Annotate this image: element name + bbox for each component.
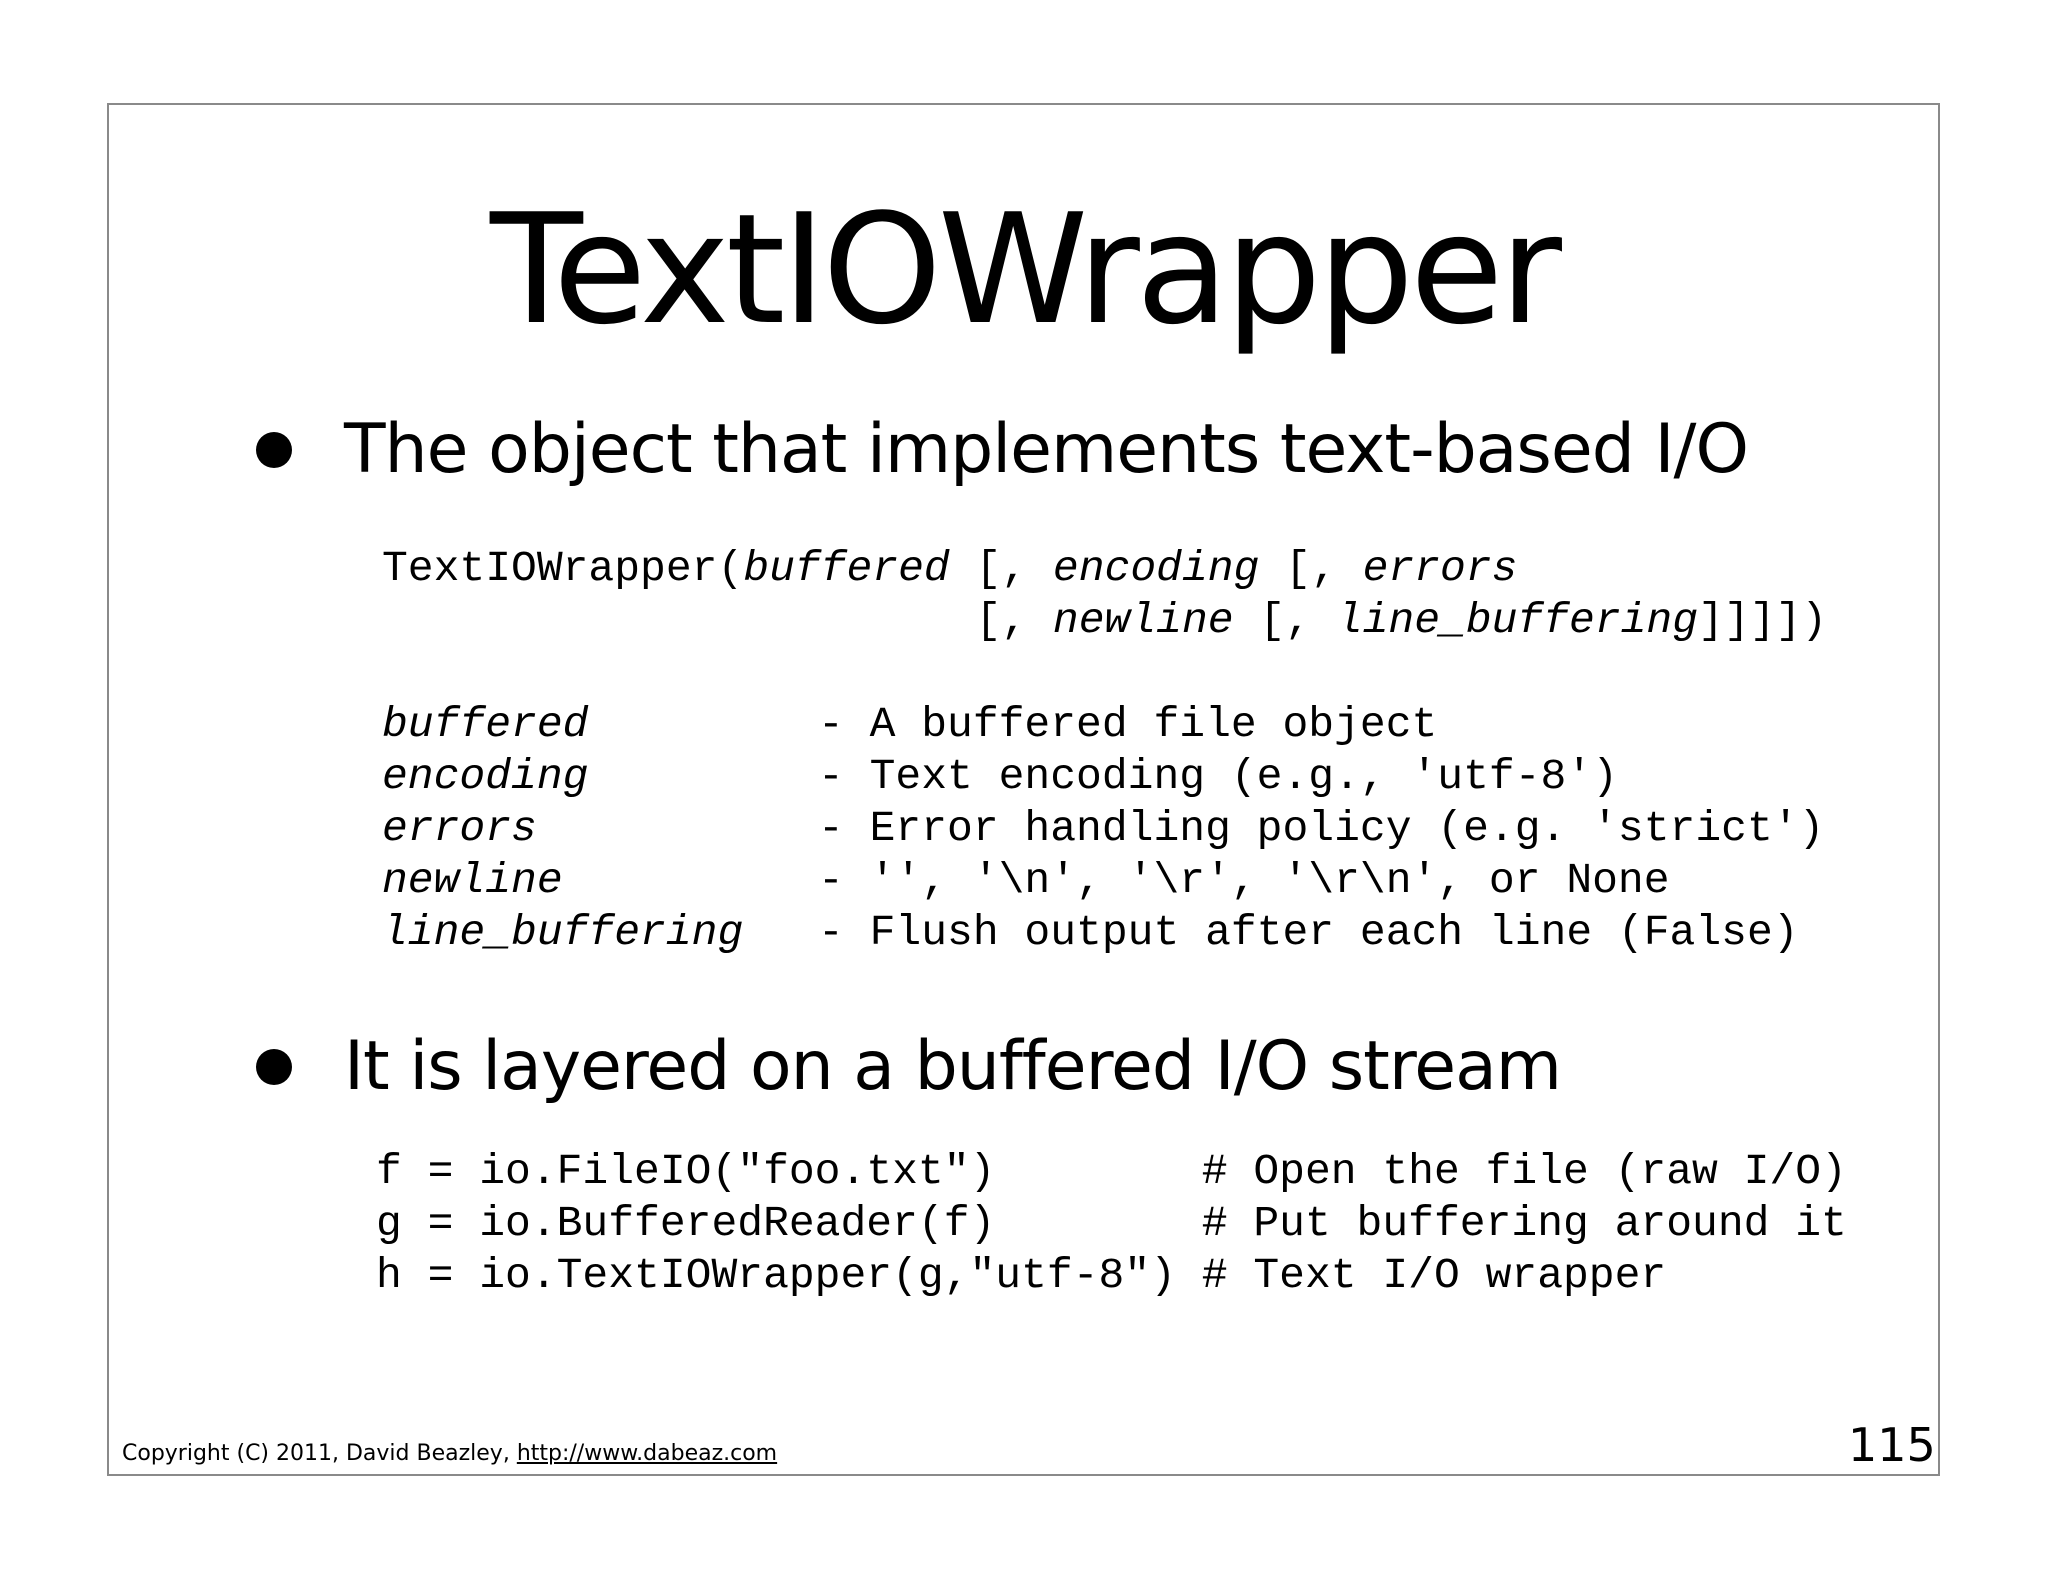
code-line: g = io.BufferedReader(f) # Put buffering… [376, 1198, 1847, 1250]
param-name: line_buffering [382, 908, 744, 957]
code-line: h = io.TextIOWrapper(g,"utf-8") # Text I… [376, 1250, 1666, 1302]
signature-param: errors [1362, 544, 1518, 593]
param-desc: - A buffered file object [818, 700, 1438, 749]
bullet-text: It is layered on a buffered I/O stream [344, 1027, 1562, 1106]
signature-param: encoding [1052, 544, 1260, 593]
slide-title: TextIOWrapper [490, 181, 1562, 358]
signature-sep: [, [1233, 596, 1337, 645]
param-desc: - Flush output after each line (False) [818, 908, 1799, 957]
signature-sep: [, [949, 544, 1053, 593]
signature-sep: [, [1259, 544, 1363, 593]
param-name: encoding [382, 752, 589, 801]
signature-param: line_buffering [1336, 596, 1699, 645]
bullet-dot-icon [256, 1049, 292, 1085]
code-comment: # Text I/O wrapper [1201, 1251, 1667, 1300]
param-name: buffered [382, 700, 589, 749]
code-comment: # Open the file (raw I/O) [1201, 1147, 1847, 1196]
signature-suffix: ]]]]) [1698, 596, 1828, 645]
copyright-text: Copyright (C) 2011, David Beazley, [122, 1441, 517, 1466]
code-statement: g = io.BufferedReader(f) [376, 1199, 1202, 1248]
param-desc: - Text encoding (e.g., 'utf-8') [818, 752, 1618, 801]
param-name: errors [382, 804, 537, 853]
param-name: newline [382, 856, 563, 905]
page-number: 115 [1848, 1418, 1936, 1472]
param-desc: - Error handling policy (e.g. 'strict') [818, 804, 1825, 853]
code-statement: f = io.FileIO("foo.txt") [376, 1147, 1202, 1196]
signature-sep: [, [382, 596, 1053, 645]
footer-link[interactable]: http://www.dabeaz.com [516, 1441, 778, 1466]
signature-line-1: TextIOWrapper(buffered [, encoding [, er… [382, 543, 1517, 595]
bullet-text: The object that implements text-based I/… [344, 410, 1749, 489]
param-desc: - '', '\n', '\r', '\r\n', or None [818, 856, 1670, 905]
footer-copyright: Copyright (C) 2011, David Beazley, http:… [122, 1441, 777, 1466]
signature-param: buffered [743, 544, 950, 593]
signature-prefix: TextIOWrapper( [382, 544, 744, 593]
bullet-dot-icon [256, 432, 292, 468]
code-line: f = io.FileIO("foo.txt") # Open the file… [376, 1146, 1847, 1198]
slide-frame [107, 103, 1940, 1476]
code-comment: # Put buffering around it [1201, 1199, 1847, 1248]
signature-param: newline [1052, 596, 1234, 645]
signature-line-2: [, newline [, line_buffering]]]]) [382, 595, 1827, 647]
code-statement: h = io.TextIOWrapper(g,"utf-8") [376, 1251, 1202, 1300]
